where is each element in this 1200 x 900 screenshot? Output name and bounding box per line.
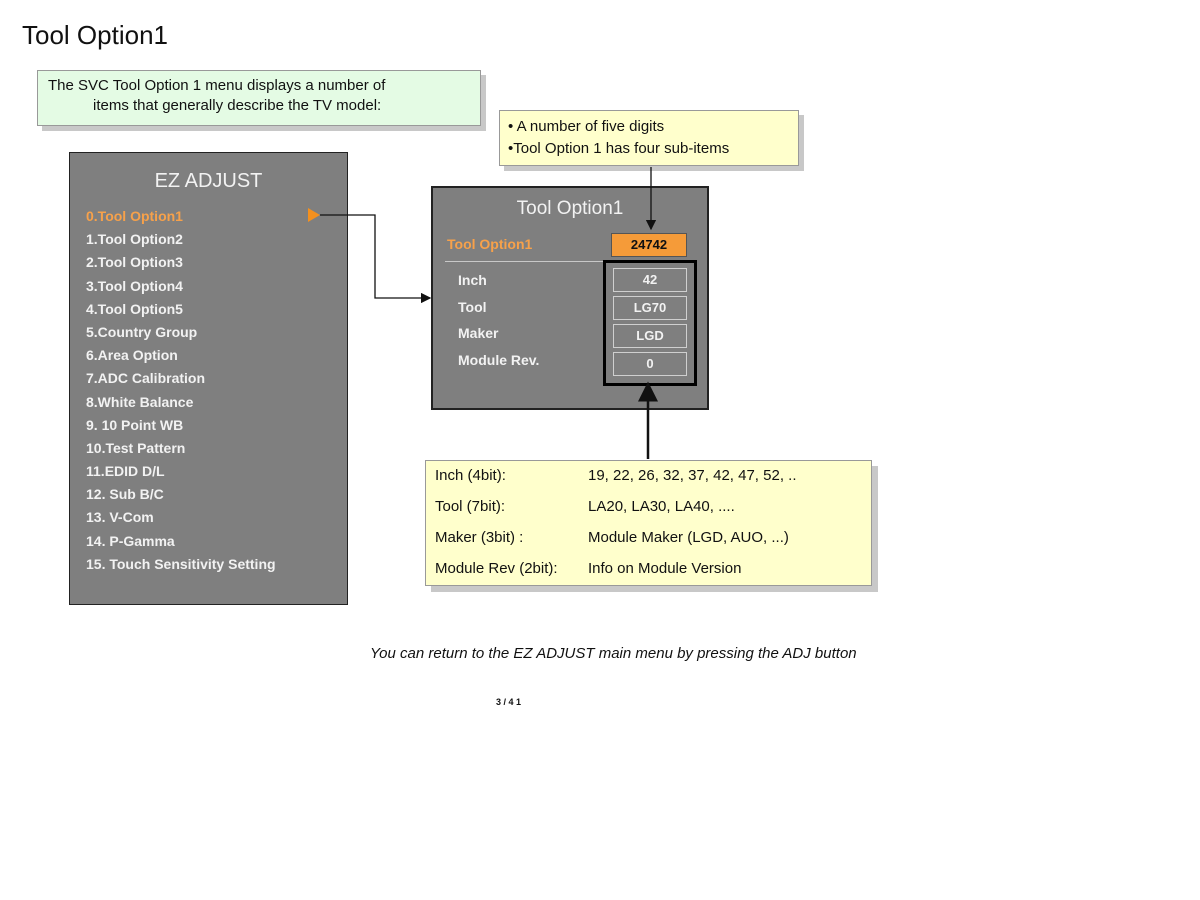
menu-item-tool-option4[interactable]: 3.Tool Option4 [86,277,183,294]
tool-option-note-callout: • A number of five digits •Tool Option 1… [499,110,799,166]
panel-divider [445,261,695,262]
spec-value-module-rev: Info on Module Version [588,560,742,577]
page-title: Tool Option1 [22,20,168,50]
menu-item-10-point-wb[interactable]: 9. 10 Point WB [86,416,184,433]
menu-item-touch-sensitivity[interactable]: 15. Touch Sensitivity Setting [86,555,276,572]
menu-item-edid-dl[interactable]: 11.EDID D/L [86,463,165,480]
spec-value-inch: 19, 22, 26, 32, 37, 42, 47, 52, .. [588,467,797,484]
menu-item-area-option[interactable]: 6.Area Option [86,347,178,364]
inch-label: Inch [458,272,487,288]
ez-adjust-menu: EZ ADJUST 0.Tool Option1 1.Tool Option2 … [69,152,348,605]
module-rev-value[interactable]: 0 [613,352,687,376]
bit-spec-callout: Inch (4bit): 19, 22, 26, 32, 37, 42, 47,… [425,460,872,586]
ez-adjust-title: EZ ADJUST [154,170,263,192]
tool-label: Tool [458,299,487,315]
menu-item-adc-calibration[interactable]: 7.ADC Calibration [86,370,206,387]
selection-arrow-icon [308,208,320,222]
spec-key-module-rev: Module Rev (2bit): [435,560,558,577]
intro-line-1: The SVC Tool Option 1 menu displays a nu… [48,77,386,94]
menu-item-p-gamma[interactable]: 14. P-Gamma [86,532,175,549]
tool-panel-title: Tool Option1 [516,198,624,219]
tool-option1-panel: Tool Option1 Tool Option1 24742 Inch Too… [431,186,709,410]
intro-line-2: items that generally describe the TV mod… [93,97,382,114]
maker-value[interactable]: LGD [613,324,687,348]
tool-value[interactable]: LG70 [613,296,687,320]
spec-key-inch: Inch (4bit): [435,467,506,484]
menu-item-white-balance[interactable]: 8.White Balance [86,393,194,410]
spec-key-tool: Tool (7bit): [435,498,506,515]
tool-option1-label: Tool Option1 [447,236,533,252]
tool-option1-value[interactable]: 24742 [611,233,687,257]
menu-to-panel-arrow [320,214,432,304]
menu-item-country-group[interactable]: 5.Country Group [86,323,198,340]
spec-value-tool: LA20, LA30, LA40, .... [588,498,735,515]
note-line-1: • A number of five digits [508,118,665,135]
ez-adjust-list: 0.Tool Option1 1.Tool Option2 2.Tool Opt… [86,205,276,576]
return-instruction: You can return to the EZ ADJUST main men… [370,645,857,662]
page-number: 3 / 4 1 [496,697,522,707]
inch-value[interactable]: 42 [613,268,687,292]
menu-item-v-com[interactable]: 13. V-Com [86,509,154,526]
menu-item-tool-option2[interactable]: 1.Tool Option2 [86,231,183,248]
spec-value-maker: Module Maker (LGD, AUO, ...) [588,529,789,546]
menu-item-tool-option5[interactable]: 4.Tool Option5 [86,300,183,317]
module-rev-label: Module Rev. [458,352,540,368]
menu-item-test-pattern[interactable]: 10.Test Pattern [86,439,186,456]
menu-item-sub-bc[interactable]: 12. Sub B/C [86,486,164,503]
menu-item-tool-option3[interactable]: 2.Tool Option3 [86,254,183,271]
note-line-2: •Tool Option 1 has four sub-items [508,140,730,157]
maker-label: Maker [458,325,499,341]
intro-callout: The SVC Tool Option 1 menu displays a nu… [37,70,481,126]
menu-item-tool-option1[interactable]: 0.Tool Option1 [86,208,183,224]
spec-key-maker: Maker (3bit) : [435,529,524,546]
